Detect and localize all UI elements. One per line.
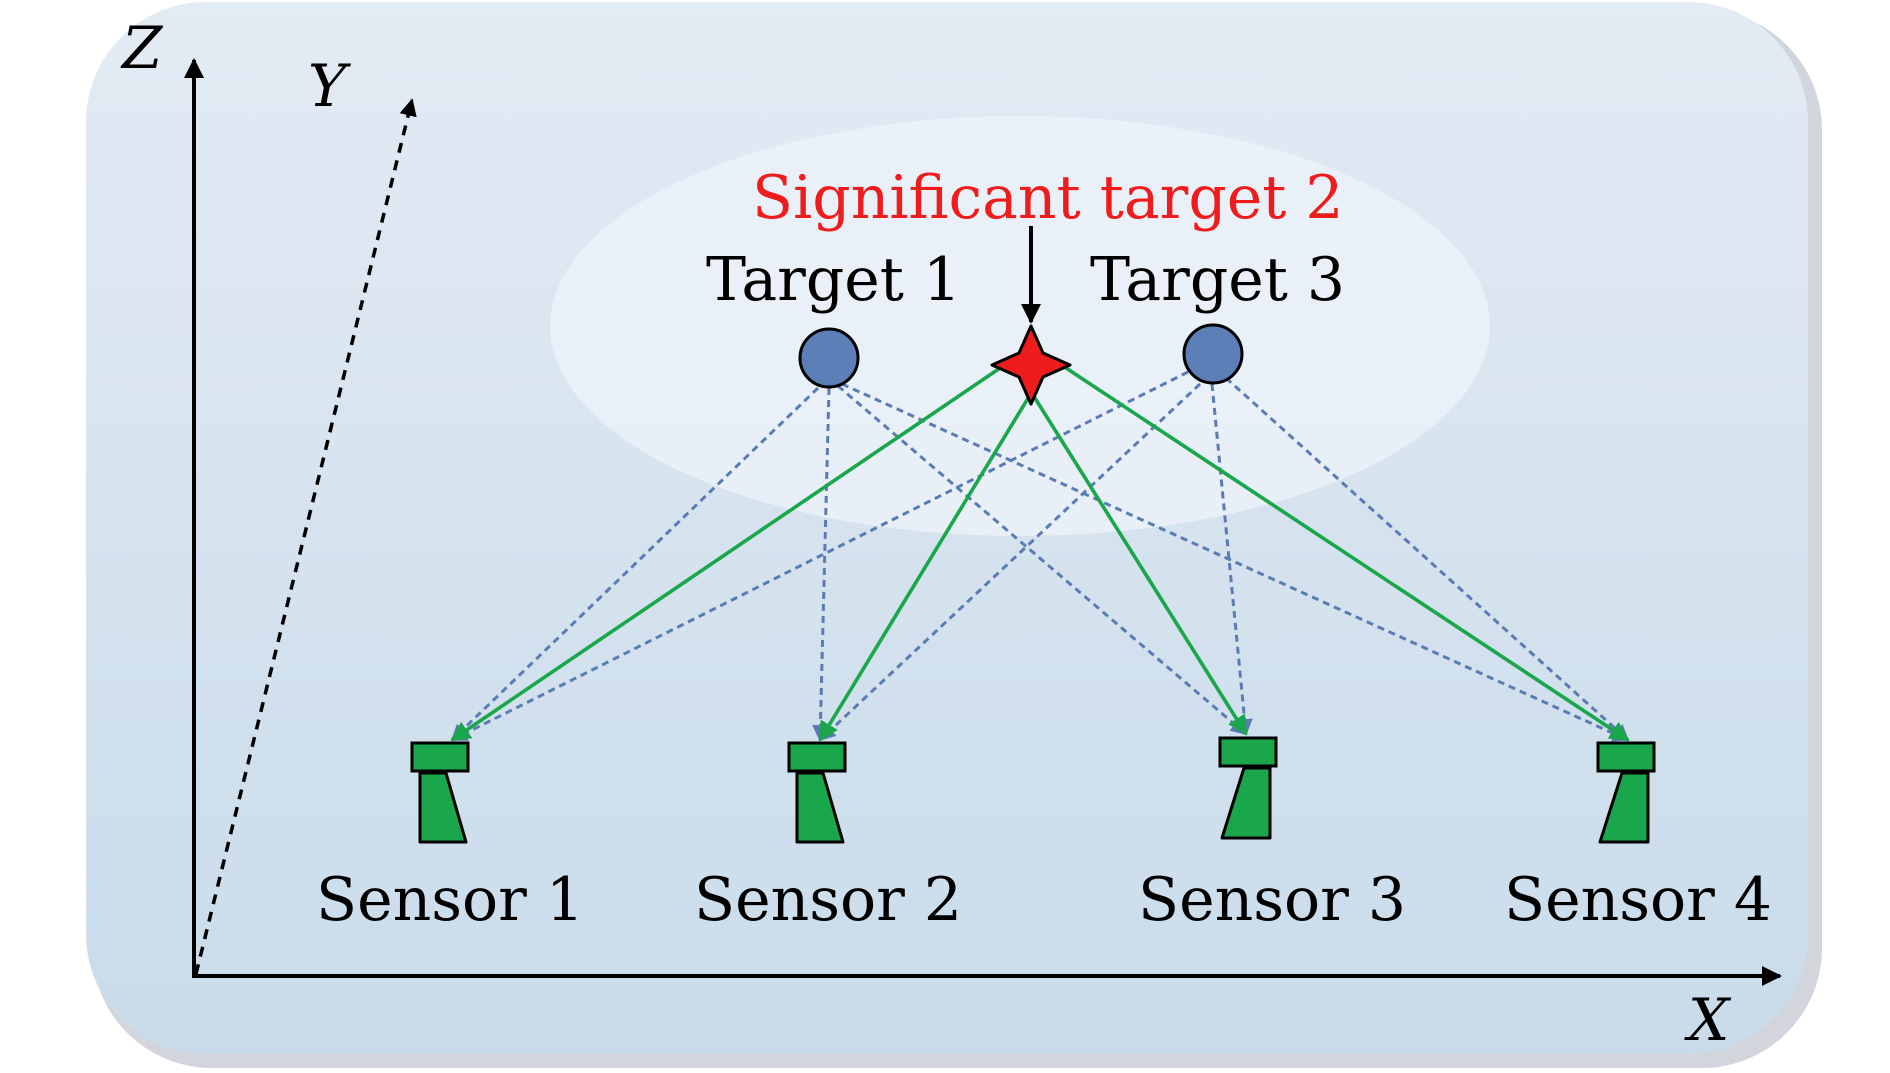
- sensor-1-body: [418, 771, 468, 844]
- sensor-group: Sensor 1 Sensor 2 Sensor 3 Sensor 4: [316, 736, 1772, 935]
- sensor-3: Sensor 3: [1138, 736, 1406, 935]
- y-axis-label: Y: [308, 52, 351, 120]
- dashed-link-group: [450, 370, 1630, 742]
- target-3-label: Target 3: [1090, 245, 1345, 315]
- coordinate-axes: Z Y X: [120, 14, 1782, 1054]
- target-1: Target 1: [706, 245, 961, 389]
- target-2-to-sensor-1-signal-link: [450, 362, 1008, 742]
- sensor-1-label: Sensor 1: [316, 865, 584, 935]
- y-axis: [194, 98, 417, 975]
- sensor-3-body: [1220, 766, 1272, 840]
- target-1-marker: [798, 327, 860, 389]
- sensor-4: Sensor 4: [1504, 741, 1772, 935]
- sensor-4-head: [1596, 741, 1656, 773]
- target-1-label: Target 1: [706, 245, 961, 315]
- sensor-2: Sensor 2: [694, 741, 962, 935]
- sensor-3-label: Sensor 3: [1138, 865, 1406, 935]
- target-3-to-sensor-4-dashed-link: [1224, 376, 1630, 742]
- target-1-to-sensor-2-dashed-link: [812, 387, 831, 742]
- target-1-to-sensor-3-dashed-link: [837, 384, 1248, 736]
- target-3-to-sensor-3-dashed-link: [1210, 383, 1253, 736]
- target-3: Target 3: [1090, 245, 1345, 385]
- z-axis-label: Z: [120, 14, 164, 82]
- target-region-halo: [550, 116, 1490, 536]
- target-3-to-sensor-2-dashed-link: [818, 382, 1202, 742]
- sensor-2-head: [787, 741, 847, 773]
- significant-target-label: Significant target 2: [752, 163, 1344, 233]
- sensor-3-head: [1218, 736, 1278, 768]
- signal-link-group: [450, 362, 1630, 742]
- target-2-to-sensor-3-signal-link: [1031, 394, 1248, 736]
- x-axis-label: X: [1684, 986, 1732, 1054]
- target-3-marker: [1182, 323, 1244, 385]
- sensor-2-body: [795, 771, 845, 844]
- sensor-4-body: [1598, 771, 1650, 844]
- target-3-to-sensor-1-dashed-link: [450, 370, 1189, 742]
- sensor-1-head: [410, 741, 470, 773]
- target-1-to-sensor-1-dashed-link: [450, 386, 820, 742]
- significant-target-star-icon: [990, 324, 1072, 406]
- sensor-4-label: Sensor 4: [1504, 865, 1772, 935]
- target-2-to-sensor-2-signal-link: [818, 394, 1032, 742]
- target-2-to-sensor-4-signal-link: [1059, 362, 1630, 742]
- sensor-1: Sensor 1: [316, 741, 584, 935]
- sensor-2-label: Sensor 2: [694, 865, 962, 935]
